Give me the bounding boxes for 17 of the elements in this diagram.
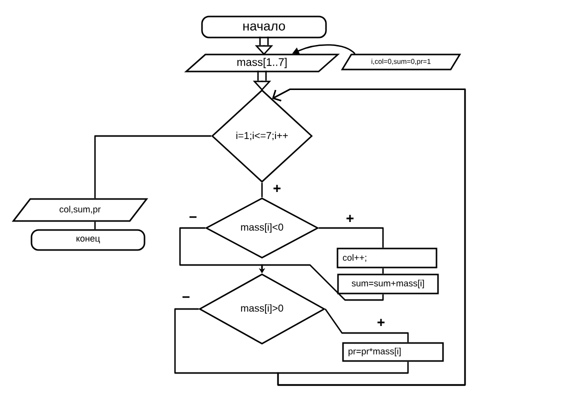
connector-line bbox=[94, 222, 96, 230]
connector-line bbox=[324, 308, 409, 342]
arrow bbox=[272, 88, 466, 386]
edge-label: + bbox=[376, 318, 386, 328]
connector-line bbox=[318, 227, 384, 248]
connector-line bbox=[382, 268, 384, 274]
process-box: pr=pr*mass[i] bbox=[342, 342, 444, 362]
connector-line bbox=[261, 182, 263, 198]
connector-line bbox=[94, 135, 212, 198]
edge-label: + bbox=[272, 184, 282, 194]
edge-label: − bbox=[188, 215, 198, 223]
terminator-box: конец bbox=[30, 229, 146, 251]
terminator-box: начало bbox=[201, 16, 327, 38]
edge-label: + bbox=[344, 214, 356, 224]
edge-label: − bbox=[180, 295, 192, 303]
process-box: sum=sum+mass[i] bbox=[337, 274, 439, 294]
process-box: col++; bbox=[336, 248, 438, 268]
